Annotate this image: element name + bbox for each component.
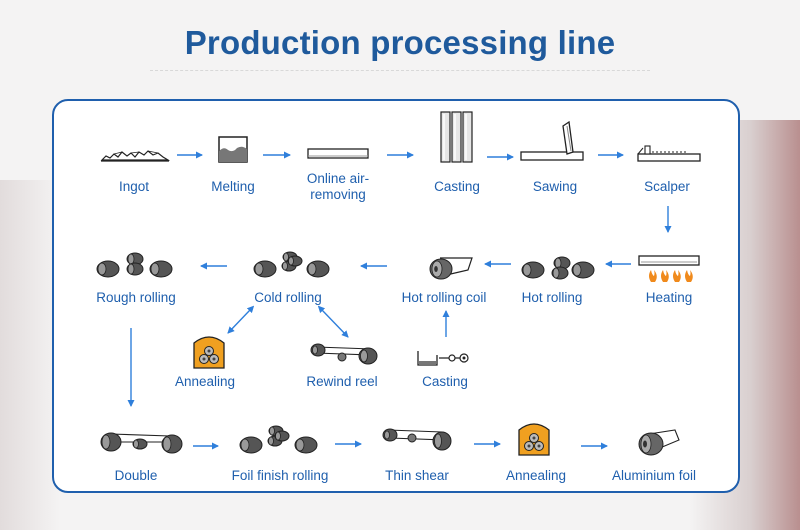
casting-machine-icon bbox=[417, 351, 469, 366]
process-diagram-panel bbox=[52, 99, 740, 493]
label-hot-rolling: Hot rolling bbox=[521, 290, 583, 305]
label-melting: Melting bbox=[211, 179, 255, 194]
label-double: Double bbox=[114, 468, 158, 483]
label-sawing: Sawing bbox=[532, 179, 578, 194]
label-scalper: Scalper bbox=[644, 179, 690, 194]
page-title: Production processing line bbox=[184, 24, 616, 61]
label-online-air-removing: Online air-removing bbox=[306, 171, 370, 202]
label-cold-rolling: Cold rolling bbox=[254, 290, 322, 305]
label-foil-finish-rolling: Foil finish rolling bbox=[231, 468, 329, 483]
annealing-furnace-icon bbox=[518, 423, 550, 456]
label-hot-rolling-coil: Hot rolling coil bbox=[401, 290, 487, 305]
heating-icon bbox=[638, 255, 700, 282]
thin-shear-icon bbox=[382, 428, 452, 451]
background-decoration-left bbox=[0, 180, 60, 530]
label-rewind-reel: Rewind reel bbox=[306, 374, 378, 389]
ingot-icon bbox=[100, 150, 171, 162]
sawing-icon bbox=[520, 120, 584, 161]
label-ingot: Ingot bbox=[118, 179, 150, 194]
title-divider bbox=[150, 70, 650, 71]
label-heating: Heating bbox=[645, 290, 693, 305]
arrow-cold-rolling-rewind bbox=[317, 305, 349, 338]
hot-rolling-icon bbox=[521, 256, 595, 280]
arrow-cold-rolling-annealing bbox=[227, 305, 255, 334]
label-annealing-2: Annealing bbox=[505, 468, 567, 483]
label-casting-2: Casting bbox=[422, 374, 468, 389]
label-thin-shear: Thin shear bbox=[385, 468, 449, 483]
label-annealing: Annealing bbox=[174, 374, 236, 389]
cold-rolling-icon bbox=[253, 251, 330, 278]
casting-icon bbox=[440, 111, 473, 163]
foil-finish-rolling-icon bbox=[239, 425, 318, 454]
hot-rolling-coil-icon bbox=[429, 257, 473, 280]
label-aluminium-foil: Aluminium foil bbox=[611, 468, 697, 483]
air-removing-icon bbox=[307, 148, 369, 159]
label-rough-rolling: Rough rolling bbox=[96, 290, 176, 305]
annealing-furnace-icon bbox=[193, 336, 225, 369]
label-casting: Casting bbox=[434, 179, 480, 194]
scalper-icon bbox=[637, 145, 701, 162]
aluminium-foil-icon bbox=[638, 429, 680, 456]
rewind-reel-icon bbox=[310, 343, 378, 365]
double-icon bbox=[100, 432, 183, 454]
melting-icon bbox=[218, 136, 248, 163]
rough-rolling-icon bbox=[96, 252, 173, 278]
